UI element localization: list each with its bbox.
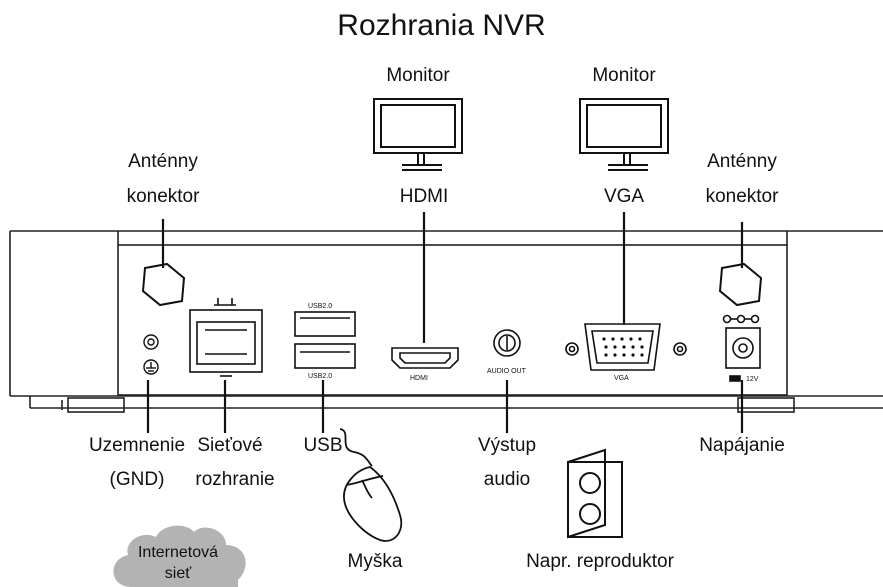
audio-port — [493, 329, 521, 357]
mouse-icon — [339, 428, 403, 542]
power-label: Napájanie — [699, 435, 785, 456]
hdmi-label: HDMI — [399, 186, 449, 207]
antenna-connector-right — [718, 262, 763, 307]
cloud-label-line1: Internetová — [137, 544, 219, 561]
antenna-right-label-line2: konektor — [705, 186, 779, 207]
usb-top-mark: USB2.0 — [308, 303, 332, 310]
page-title: Rozhrania NVR — [337, 9, 546, 42]
usb-bottom-mark: USB2.0 — [308, 373, 332, 380]
cloud-icon — [113, 525, 246, 587]
hdmi-mark: HDMI — [410, 375, 428, 382]
vga-port — [565, 323, 687, 371]
usb-label: USB — [303, 435, 343, 456]
cloud-label-line2: sieť — [164, 565, 192, 582]
gnd-terminal — [143, 334, 159, 375]
power-port — [722, 314, 761, 382]
speaker-label: Napr. reproduktor — [526, 551, 674, 572]
network-label-line1: Sieťové — [197, 435, 263, 456]
monitor-left-label: Monitor — [386, 65, 450, 86]
speaker-icon — [567, 448, 623, 539]
audio-label-line1: Výstup — [477, 435, 537, 456]
antenna-connector-left — [141, 262, 186, 307]
rj45-port — [189, 298, 263, 377]
gnd-label-line1: Uzemnenie — [88, 435, 186, 456]
antenna-left-label-line1: Anténny — [128, 151, 198, 172]
nvr-chassis — [9, 230, 883, 413]
mouse-label: Myška — [347, 551, 403, 572]
audio-label-line2: audio — [483, 469, 531, 490]
network-label-line2: rozhranie — [195, 469, 275, 490]
gnd-label-line2: (GND) — [109, 469, 165, 490]
vga-pins — [602, 337, 644, 357]
monitor-left-icon — [373, 98, 463, 171]
usb-ports — [294, 311, 356, 369]
hdmi-port — [391, 347, 459, 369]
audio-mark: AUDIO OUT — [487, 368, 527, 375]
antenna-right-label-line1: Anténny — [707, 151, 777, 172]
power-mark: 12V — [746, 376, 759, 383]
monitor-right-label: Monitor — [592, 65, 656, 86]
vga-label: VGA — [603, 186, 645, 207]
antenna-left-label-line2: konektor — [126, 186, 200, 207]
leader-lines — [146, 212, 744, 433]
vga-mark: VGA — [614, 375, 629, 382]
monitor-right-icon — [579, 98, 669, 171]
